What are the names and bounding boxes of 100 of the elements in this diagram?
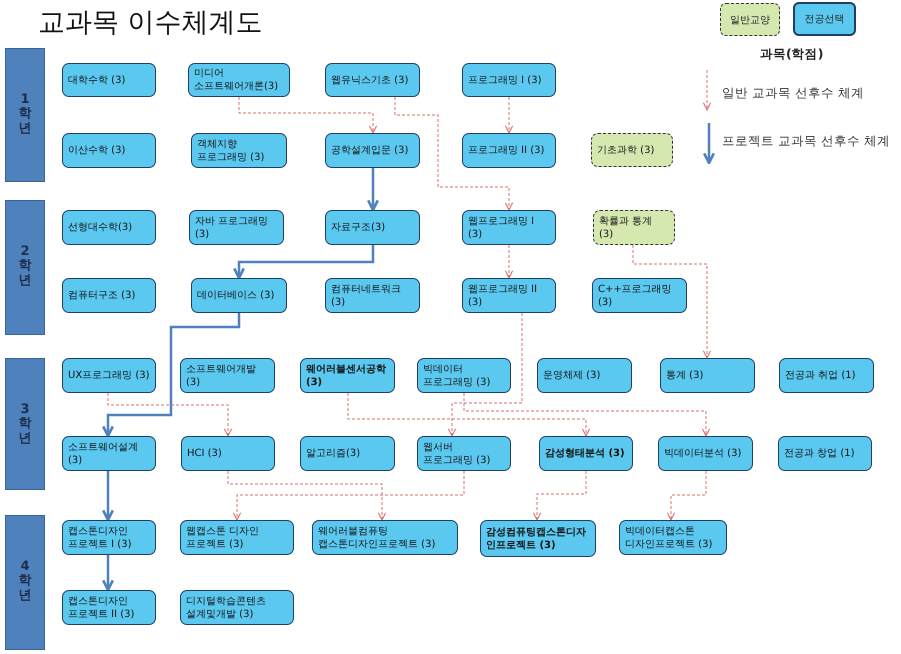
course-name: 선형대수학(3) [68,221,134,234]
course-box [62,436,156,471]
course-name: 웹유닉스기초 (3) [331,74,410,86]
prerequisite-arrow [532,470,586,521]
course-name: 웨어러블센서공학 (3) [306,362,387,388]
course-name: 빅데이터 프로그래밍 (3) [423,362,492,388]
course-box [325,278,420,313]
prerequisite-arrow [632,244,712,359]
course-box [300,358,395,393]
course-box [325,133,420,168]
project-arrow [102,313,240,438]
course-box [592,278,687,313]
prerequisite-arrow [448,312,522,437]
course-box [325,63,420,97]
course-box [779,358,874,393]
course-box [619,520,727,555]
diagram-title: 교과목 이수체계도 [38,6,263,40]
course-name: 웨어러블컴퓨팅 캡스톤디자인프로젝트 (3) [318,524,436,550]
year-band [5,48,45,182]
course-box [62,63,156,97]
course-box [62,210,156,245]
prerequisite-arrow [504,96,514,134]
course-name: 캡스톤디자인 프로젝트 I (3) [68,524,132,550]
course-box [180,590,294,625]
course-box [62,590,156,625]
course-name: 전공과 창업 (1) [784,447,856,460]
course-name: 빅데이터분석 (3) [664,447,742,460]
course-name: HCI (3) [187,447,223,460]
course-box [778,436,872,471]
prerequisite-arrow [348,392,590,437]
course-name: 자바 프로그래밍 (3) [195,214,270,240]
course-name: 웹프로그래밍 I (3) [468,214,536,240]
course-box [539,436,633,471]
course-box [417,436,511,471]
course-name: 감성형태분석 (3) [545,447,626,460]
course-name: 통계 (3) [666,369,704,382]
course-name: 웹프로그래밍 II (3) [468,282,538,308]
course-name: UX프로그래밍 (3) [68,369,150,382]
course-box [312,520,458,555]
course-box [62,520,156,555]
course-name: 데이터베이스 (3) [197,289,276,302]
course-name: 감성컴퓨팅캡스톤디자인프로젝트 (3) [486,526,587,552]
course-name: 공학설계입문 (3) [331,144,410,157]
course-box [191,278,287,313]
project-arrow [366,168,380,212]
course-box [537,358,632,393]
year-label: 3학년 [18,403,32,446]
legend-label: 일반 교과목 선후수 체계 [722,85,864,102]
legend-label: 일반교양 [730,14,770,26]
course-name: 자료구조(3) [331,221,386,234]
prerequisite-arrow [238,96,378,134]
course-box [658,436,753,471]
prerequisite-arrow [504,244,514,279]
course-name: 프로그래밍 I (3) [468,74,542,86]
course-box [180,358,275,393]
course-name: 기초과학 (3) [597,144,656,156]
project-arrow [102,555,114,592]
course-box [660,358,755,393]
course-name: 소프트웨어설계 (3) [68,440,139,466]
course-name: 웹캡스톤 디자인 프로젝트 (3) [186,524,260,550]
course-box [325,210,420,245]
prerequisite-arrow [232,470,464,521]
course-box [180,520,294,555]
year-label: 4학년 [18,560,32,603]
course-box [62,278,156,313]
course-name: 캡스톤디자인 프로젝트 II (3) [68,594,136,620]
course-name: 전공과 취업 (1) [785,369,857,382]
course-name: 이산수학 (3) [68,144,126,157]
course-name: 컴퓨터구조 (3) [68,289,136,302]
year-band [5,358,45,490]
year-label: 2학년 [18,245,32,288]
course-name: 디지털학습콘텐츠 설계및개발 (3) [186,594,267,620]
course-box [462,210,556,245]
course-box [480,520,596,557]
prerequisite-arrow [108,392,232,437]
project-arrow [232,245,374,280]
course-box [300,436,395,471]
course-box [462,133,556,168]
course-box [417,358,511,393]
prerequisite-arrow [394,96,514,211]
course-box [462,63,556,97]
course-name: 컴퓨터네트워크 (3) [331,282,402,308]
course-name: 객체지향 프로그래밍 (3) [197,138,266,164]
course-name: 웹서버 프로그래밍 (3) [423,440,492,466]
prerequisite-arrow [464,392,710,437]
year-band [5,200,45,335]
course-box [593,210,675,245]
year-band [5,515,45,650]
course-name: 프로그래밍 II (3) [468,144,546,157]
course-box [189,210,284,245]
course-box [462,278,556,313]
year-label: 1학년 [18,93,32,136]
course-name: 운영체제 (3) [543,369,602,382]
prerequisite-arrow [228,470,386,521]
course-box [62,133,156,168]
course-name: 확률과 통계 (3) [599,214,654,240]
course-box [62,358,156,393]
course-box [191,133,287,168]
course-name: 미디어 소프트웨어개론(3) [194,67,280,93]
course-box [181,436,275,471]
